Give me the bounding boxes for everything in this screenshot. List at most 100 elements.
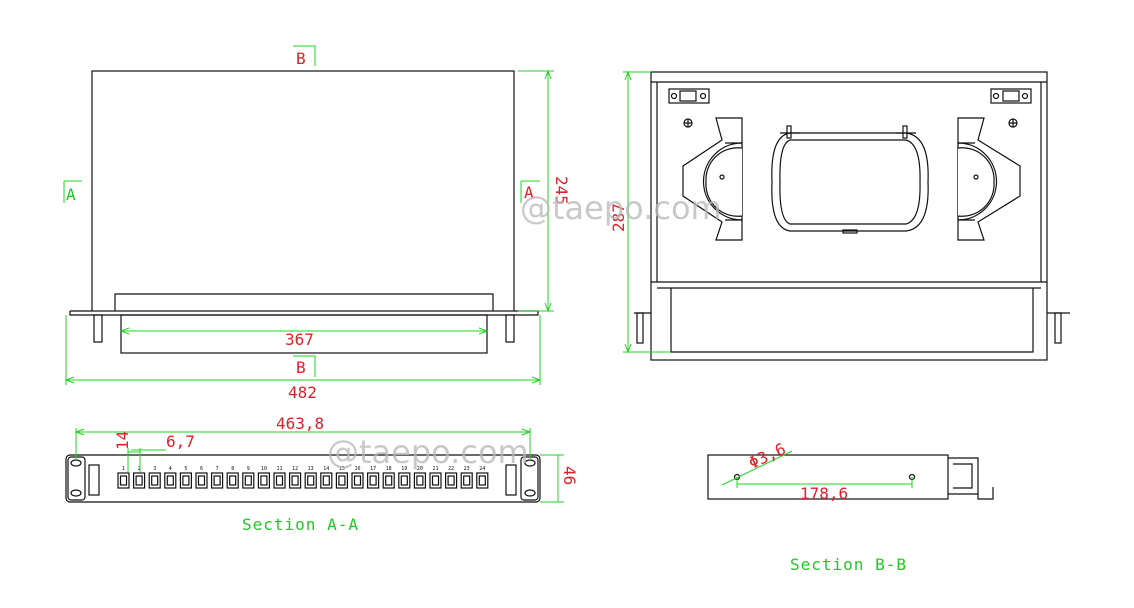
adapter-port: 24 [476, 466, 489, 489]
port-number-label: 22 [448, 466, 454, 472]
dimension-label-245: 245 [552, 176, 571, 205]
side-view-drawer [670, 288, 1034, 353]
fiber-spool-left [682, 117, 743, 241]
section-b-view: Φ3,6 178,6 Section B-B [707, 439, 994, 574]
watermark: @taepo.com [327, 433, 529, 471]
dimension-14: 14 [113, 431, 141, 472]
port-number-label: 1 [122, 466, 125, 472]
adapter-port: 9 [242, 466, 255, 489]
screw-icon [683, 118, 693, 128]
adapter-port: 20 [413, 466, 426, 489]
dimension-463-8: 463,8 [74, 414, 532, 460]
top-view-post-right [505, 314, 515, 343]
adapter-port: 10 [257, 466, 270, 489]
port-number-label: 7 [216, 466, 219, 472]
dimension-245: 245 [518, 69, 571, 313]
section-marker-b-bottom: B [293, 355, 316, 377]
port-number-label: 24 [479, 466, 485, 472]
port-number-label: 11 [276, 466, 282, 472]
watermark: @taepo.com [520, 189, 722, 227]
port-number-label: 16 [354, 466, 360, 472]
port-number-label: 8 [231, 466, 234, 472]
dimension-label-287: 287 [609, 203, 628, 232]
top-view-flange [69, 310, 539, 316]
fiber-spool-right [957, 117, 1021, 241]
adapter-port: 7 [211, 466, 224, 489]
adapter-port: 1 [117, 466, 130, 489]
port-number-label: 17 [370, 466, 376, 472]
section-tag-a: A [524, 183, 534, 202]
section-tag-b: B [296, 358, 306, 377]
side-view-post-right [1054, 312, 1062, 344]
dimension-178-6: 178,6 [736, 477, 913, 503]
port-number-label: 14 [323, 466, 329, 472]
adapter-port: 6 [195, 466, 208, 489]
screw-icon [1008, 118, 1018, 128]
adapter-port: 16 [351, 466, 364, 489]
dimension-label-482: 482 [288, 383, 317, 402]
handle-left [88, 464, 100, 496]
section-tag-a: A [66, 185, 76, 204]
port-number-label: 4 [169, 466, 172, 472]
port-number-label: 2 [138, 466, 141, 472]
mounting-hole-icon [70, 489, 82, 497]
top-view-drawer-lip [114, 293, 494, 311]
adapter-port: 4 [164, 466, 177, 489]
section-tag-b: B [296, 49, 306, 68]
section-b-title: Section B-B [790, 555, 907, 574]
adapter-port: 13 [304, 466, 317, 489]
section-a-title: Section A-A [242, 515, 359, 534]
side-view-post-left [636, 312, 644, 344]
adapter-port: 18 [382, 466, 395, 489]
adapter-port: 8 [226, 466, 239, 489]
dimension-label-6-7: 6,7 [166, 432, 195, 451]
top-view-drawer [120, 314, 488, 354]
front-panel-plate [65, 454, 541, 503]
adapter-port: 22 [445, 466, 458, 489]
port-number-label: 13 [308, 466, 314, 472]
dimension-367: 367 [119, 327, 489, 349]
section-marker-a-left: A [63, 180, 82, 204]
dimension-label-367: 367 [285, 330, 314, 349]
section-marker-a-right: A [520, 180, 540, 203]
port-number-label: 19 [401, 466, 407, 472]
top-view-body [91, 70, 515, 312]
hinge-right [990, 88, 1032, 104]
side-view-frame [650, 71, 1048, 361]
adapter-port: 12 [289, 466, 302, 489]
port-number-label: 23 [464, 466, 470, 472]
splice-tray [771, 125, 929, 234]
section-b-handle [948, 457, 979, 495]
section-b-body [707, 454, 949, 500]
dimension-label-46: 46 [560, 466, 579, 485]
port-number-label: 5 [184, 466, 187, 472]
adapter-port: 17 [367, 466, 380, 489]
dimension-label-phi-3-6: Φ3,6 [746, 439, 789, 473]
adapter-port: 19 [398, 466, 411, 489]
top-view: B B A A 245 367 482 [63, 45, 571, 402]
side-view-inner-walls [651, 81, 1047, 289]
mounting-hole-icon [70, 459, 82, 467]
port-number-label: 3 [153, 466, 156, 472]
hinge-left [668, 88, 710, 104]
mounting-hole-icon [524, 489, 536, 497]
dimension-287: 287 [609, 70, 671, 354]
section-marker-b-top: B [293, 45, 316, 68]
section-b-clip [977, 487, 994, 500]
dimension-label-14: 14 [113, 431, 132, 450]
port-number-label: 6 [200, 466, 203, 472]
port-number-label: 18 [386, 466, 392, 472]
adapter-port: 14 [320, 466, 333, 489]
adapter-port: 2 [133, 466, 146, 489]
port-number-label: 21 [432, 466, 438, 472]
adapter-port: 21 [429, 466, 442, 489]
adapter-port: 23 [460, 466, 473, 489]
dimension-482: 482 [64, 315, 542, 402]
adapter-port: 5 [179, 466, 192, 489]
port-number-label: 10 [261, 466, 267, 472]
port-number-label: 15 [339, 466, 345, 472]
handle-right [505, 464, 517, 496]
port-number-label: 9 [247, 466, 250, 472]
